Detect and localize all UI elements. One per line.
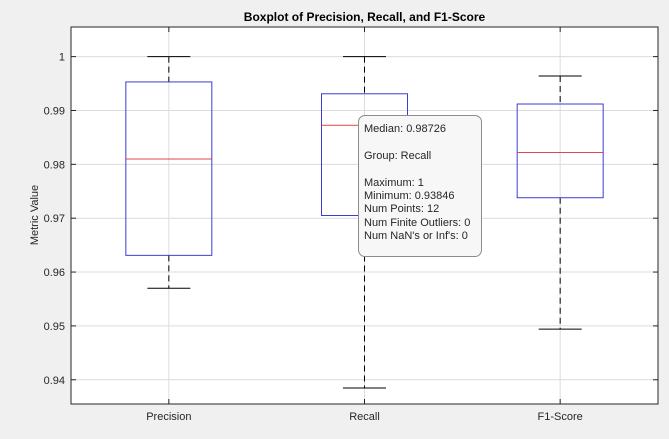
datatip-num-nan: Num NaN's or Inf's: 0 — [364, 230, 468, 243]
x-tick-label: F1-Score — [538, 411, 583, 423]
datatip-num-points: Num Points: 12 — [364, 203, 440, 216]
datatip-num-outliers: Num Finite Outliers: 0 — [364, 216, 471, 229]
y-tick-label: 0.95 — [44, 321, 65, 333]
box-group-f1-score — [516, 75, 604, 330]
datatip-minimum: Minimum: 0.93846 — [364, 190, 455, 202]
box — [125, 81, 213, 256]
y-tick-label: 0.98 — [44, 159, 65, 171]
y-tick-label: 0.99 — [44, 105, 65, 117]
data-tip[interactable]: Median: 0.98726 Group: Recall Maximum: 1… — [358, 115, 482, 257]
y-tick-label: 0.96 — [44, 267, 65, 279]
y-tick-label: 0.94 — [44, 375, 65, 387]
chart-title: Boxplot of Precision, Recall, and F1-Sco… — [244, 10, 486, 24]
box — [516, 103, 604, 199]
y-tick-label: 1 — [59, 52, 65, 64]
datatip-median: Median: 0.98726 — [364, 123, 446, 135]
datatip-group: Group: Recall — [364, 149, 432, 162]
x-tick-label: Precision — [146, 411, 191, 423]
y-tick-label: 0.97 — [44, 213, 65, 225]
box-group-precision — [125, 56, 213, 289]
datatip-maximum: Maximum: 1 — [364, 176, 424, 189]
x-tick-label: Recall — [349, 411, 380, 423]
y-axis-label: Metric Value — [29, 185, 41, 245]
